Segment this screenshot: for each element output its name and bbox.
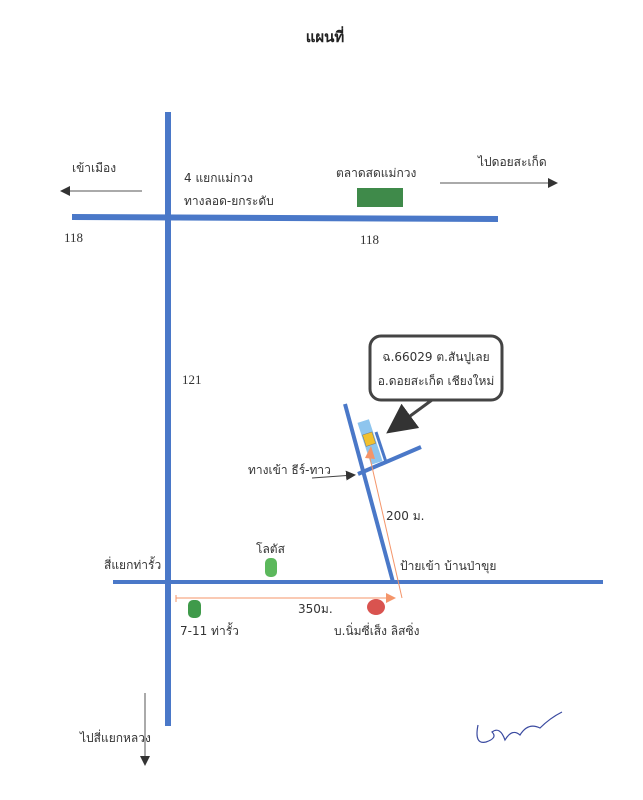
road-thee-tao: [357, 445, 422, 476]
road-118: [71, 214, 499, 222]
address-line2: อ.ดอยสะเก็ด เชียงใหม่: [378, 373, 495, 388]
route-line: [369, 457, 403, 599]
callout-arrow-icon: [386, 398, 433, 434]
address-line1: ฉ.66029 ต.สันปูเลย: [382, 350, 489, 365]
label-to-city: เข้าเมือง: [72, 161, 116, 175]
map-title: แผนที่: [306, 26, 345, 46]
label-sign: ป้ายเข้า บ้านป่าขุย: [400, 559, 496, 574]
label-nim-see-seng: บ.นิ่มซี่เส็ง ลิสซิ่ง: [334, 622, 419, 638]
route-arrow-icon: [365, 446, 375, 459]
signature: [476, 711, 563, 743]
label-market: ตลาดสดแม่กวง: [336, 166, 416, 180]
label-entrance: ทางเข้า ธีร์-ทาว: [248, 463, 331, 477]
label-to-doi-saket: ไปดอยสะเก็ด: [477, 154, 547, 169]
label-tha-rua: สี่แยกท่ารั้ว: [104, 556, 161, 572]
label-seven-eleven: 7-11 ท่ารั้ว: [180, 622, 239, 638]
market-marker: [357, 188, 403, 207]
label-road-118-left: 118: [64, 230, 83, 245]
label-to-luang: ไปสี่แยกหลวง: [79, 729, 151, 745]
label-junction: 4 แยกแม่กวง: [184, 171, 253, 185]
label-overpass: ทางลอด-ยกระดับ: [184, 194, 274, 208]
seven-eleven-marker: [188, 600, 201, 618]
label-road-118-mid: 118: [360, 232, 379, 247]
road-side: [374, 431, 388, 463]
road-ban-pa-chui: [343, 403, 395, 583]
house-marker: [357, 419, 383, 465]
label-350m: 350ม.: [298, 602, 333, 616]
label-200m: 200 ม.: [386, 509, 424, 523]
label-lotus: โลตัส: [256, 542, 286, 556]
nim-see-seng-marker: [367, 599, 385, 615]
lotus-marker: [265, 558, 277, 577]
entrance-arrow-icon: [311, 470, 356, 481]
address-callout: [368, 334, 504, 402]
label-road-121: 121: [182, 372, 202, 387]
